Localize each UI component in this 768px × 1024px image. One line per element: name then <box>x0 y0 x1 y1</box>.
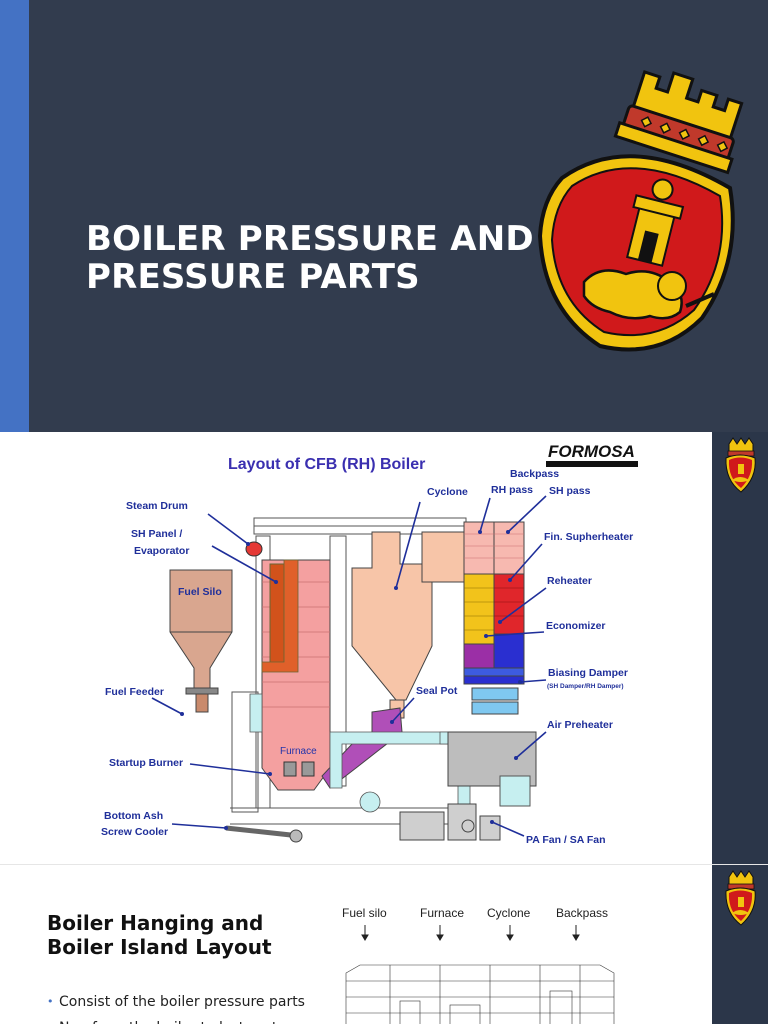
label-pa-sa-fan: PA Fan / SA Fan <box>526 834 606 846</box>
bullet-item: Non-from the boiler to last part <box>47 1015 337 1024</box>
slide3-bullet-list: Consist of the boiler pressure parts Non… <box>47 989 337 1024</box>
label-bottom-ash-1: Bottom Ash <box>104 810 163 822</box>
drawing-header-furnace: Furnace <box>420 906 464 920</box>
drawing-header-cyclone: Cyclone <box>487 906 531 920</box>
cfb-boiler-diagram: Layout of CFB (RH) Boiler FORMOSA <box>0 432 712 864</box>
label-sh-pass: SH pass <box>549 485 591 497</box>
backpass <box>447 521 537 807</box>
diagram-labels: Steam Drum SH Panel / Evaporator Fuel Si… <box>101 468 633 846</box>
label-fuel-feeder: Fuel Feeder <box>105 686 164 698</box>
steam-drum <box>245 541 263 557</box>
right-brand-band <box>712 432 768 864</box>
formosa-logo: FORMOSA <box>548 442 635 461</box>
crowned-shield-crest-icon <box>537 70 744 352</box>
label-rh-pass: RH pass <box>491 484 533 496</box>
label-sh-panel-2: Evaporator <box>134 545 189 557</box>
label-backpass: Backpass <box>510 468 559 480</box>
drawing-header-backpass: Backpass <box>556 906 608 920</box>
boiler-hanging-slide: Boiler Hanging and Boiler Island Layout … <box>0 864 768 1024</box>
label-sh-panel-1: SH Panel / <box>131 528 182 540</box>
label-steam-drum: Steam Drum <box>126 500 188 512</box>
diagram-title: Layout of CFB (RH) Boiler <box>228 456 425 473</box>
arrow-heads <box>180 530 522 830</box>
crest-icon <box>725 437 756 493</box>
right-brand-band <box>712 865 768 1024</box>
screw-cooler <box>225 825 301 839</box>
label-arrows <box>151 495 547 837</box>
furnace-label: Furnace <box>280 746 317 757</box>
label-seal-pot: Seal Pot <box>416 685 458 697</box>
label-cyclone: Cyclone <box>427 486 468 498</box>
drawing-header-fuel-silo: Fuel silo <box>342 906 387 920</box>
label-economizer: Economizer <box>546 620 606 632</box>
slide3-title-line-1: Boiler Hanging and <box>47 911 264 935</box>
bullet-item: Consist of the boiler pressure parts <box>47 989 337 1015</box>
cyclone <box>351 531 433 701</box>
slide3-title: Boiler Hanging and Boiler Island Layout <box>47 911 317 959</box>
label-fin-superheater: Fin. Supherheater <box>544 531 633 543</box>
label-bottom-ash-2: Screw Cooler <box>101 826 168 838</box>
label-reheater: Reheater <box>547 575 592 587</box>
label-biasing-damper-sub: (SH Damper/RH Damper) <box>547 683 624 690</box>
label-air-preheater: Air Preheater <box>547 719 613 731</box>
slide-accent-bar <box>0 0 29 432</box>
label-startup-burner: Startup Burner <box>109 757 183 769</box>
slide3-title-line-2: Boiler Island Layout <box>47 935 272 959</box>
label-fuel-silo: Fuel Silo <box>178 586 222 598</box>
cfb-layout-slide: Layout of CFB (RH) Boiler FORMOSA <box>0 432 768 864</box>
slide-title-line-2: PRESSURE PARTS <box>86 257 420 297</box>
pa-sa-fans <box>399 803 501 841</box>
label-biasing-damper: Biasing Damper <box>548 667 628 679</box>
boiler-island-drawing: Fuel silo Furnace Cyclone Backpass <box>342 906 615 1024</box>
crest-icon <box>725 870 756 926</box>
formosa-tagline-bar <box>546 461 638 467</box>
title-slide: BOILER PRESSURE AND NON- PRESSURE PARTS <box>0 0 768 432</box>
